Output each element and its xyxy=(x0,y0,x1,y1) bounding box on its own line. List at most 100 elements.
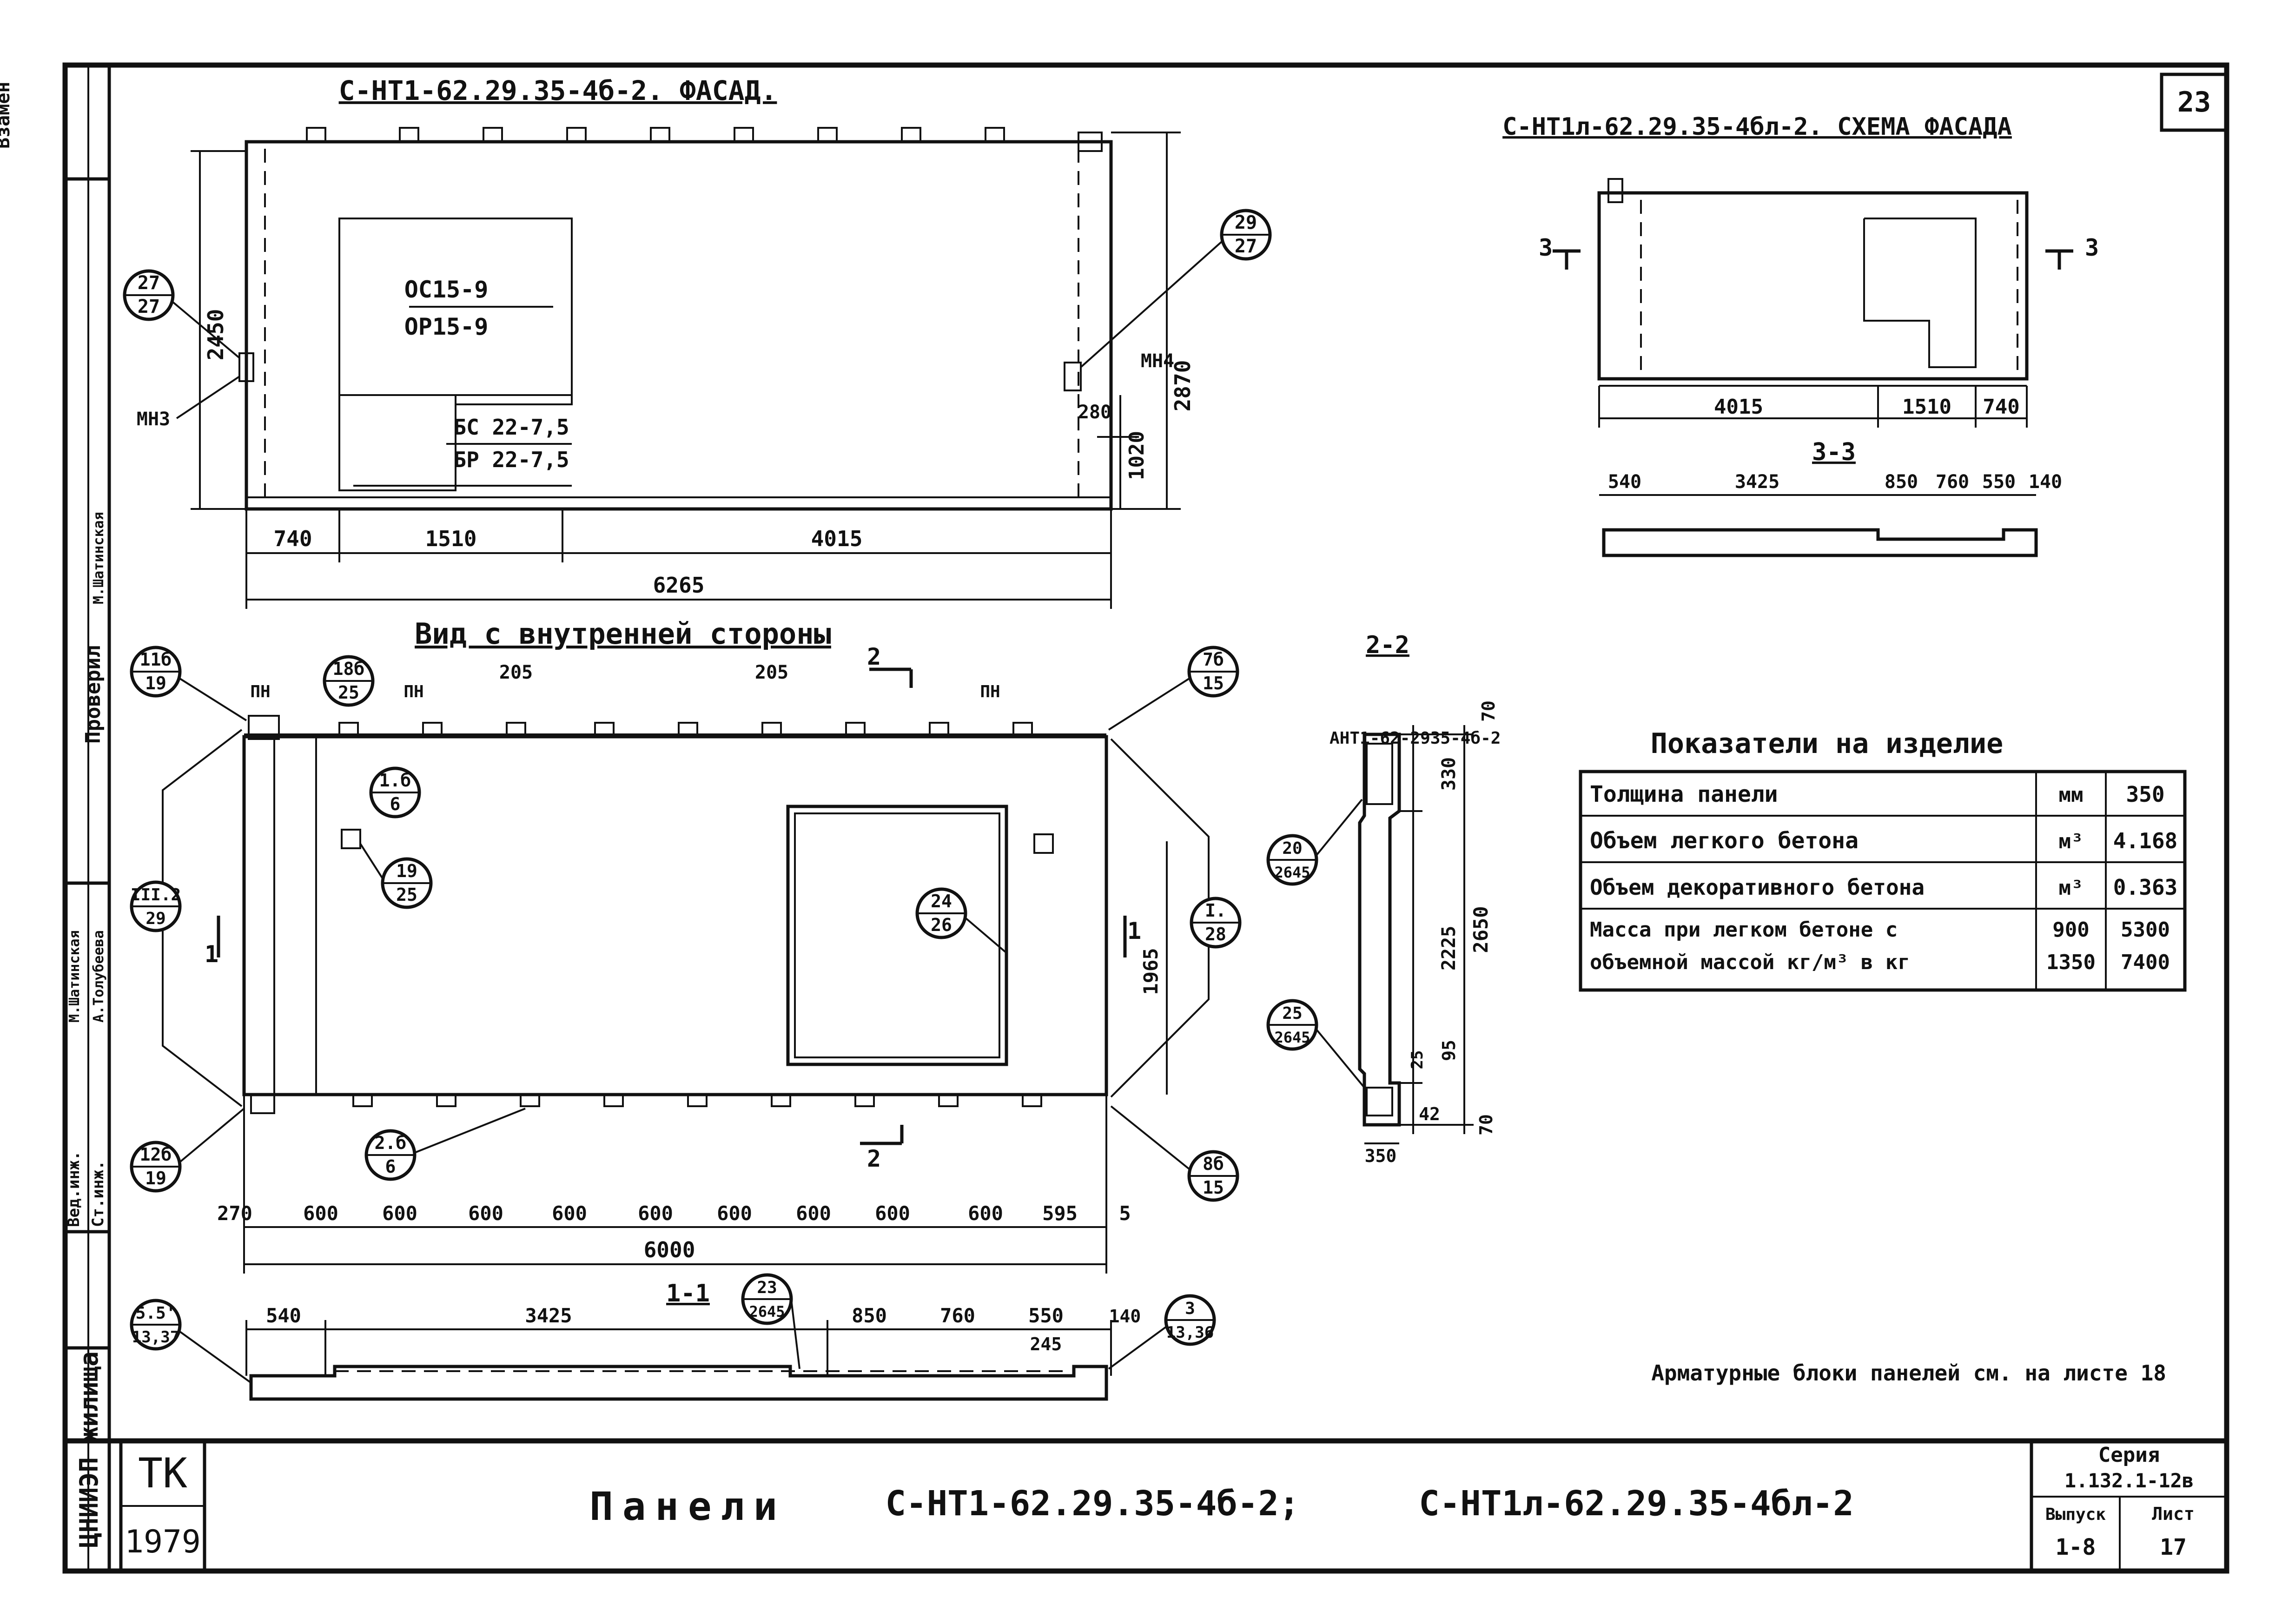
s33-dim-760: 760 xyxy=(1936,471,1969,493)
scheme-panel xyxy=(1553,179,2073,428)
s22-dim-25: 25 xyxy=(1408,1050,1427,1069)
indicator-mass-7400: 7400 xyxy=(2121,951,2170,974)
svg-text:18б: 18б xyxy=(333,659,365,679)
indicator-row-1-label: Толщина панели xyxy=(1590,781,1778,807)
stamp-name-3: М.Шатинская xyxy=(91,512,107,604)
section-33-title: 3-3 xyxy=(1812,438,1856,466)
inner-cut-1-right: 1 xyxy=(1127,918,1141,944)
svg-text:I.: I. xyxy=(1205,900,1226,921)
svg-text:15: 15 xyxy=(1203,1177,1224,1198)
section-22-title: 2-2 xyxy=(1366,631,1409,659)
s22-dim-70-bottom: 70 xyxy=(1476,1114,1496,1135)
svg-text:11б: 11б xyxy=(140,649,172,670)
inner-dim-600-3: 600 xyxy=(468,1202,503,1225)
inner-dim-205b: 205 xyxy=(755,662,788,683)
s11-dim-540: 540 xyxy=(266,1304,301,1327)
section-11-title: 1-1 xyxy=(666,1280,710,1307)
inner-dim-600-4: 600 xyxy=(552,1202,587,1225)
indicator-row-3-unit: м³ xyxy=(2059,876,2084,900)
callout-5-5-13-37: 5.5' 13,37 xyxy=(132,1301,251,1383)
window-bottom-label: ОР15-9 xyxy=(404,313,489,340)
stamp-vzamen: Взамен xyxy=(0,82,14,149)
svg-text:19: 19 xyxy=(145,1168,166,1188)
svg-text:29: 29 xyxy=(1235,212,1257,233)
facade-dim-740: 740 xyxy=(273,526,312,551)
panel-2-code: С-НТ1л-62.29.35-4бл-2 xyxy=(1419,1484,1854,1524)
facade-panel xyxy=(239,128,1111,509)
indicator-row-2-value: 4.168 xyxy=(2113,828,2177,853)
indicator-row-2-unit: м³ xyxy=(2059,830,2084,853)
mark-pn-2: ПН xyxy=(403,682,423,701)
callout-23-2645: 23 2645 xyxy=(743,1275,800,1369)
inner-dim-600-6: 600 xyxy=(717,1202,752,1225)
facade-title: С-НТ1-62.29.35-4б-2. ФАСАД. xyxy=(339,75,777,106)
svg-text:25: 25 xyxy=(396,885,417,905)
stamp-role1: Вед.инж. xyxy=(65,1151,83,1227)
sheet-value: 17 xyxy=(2160,1534,2187,1560)
year: 1979 xyxy=(125,1524,201,1560)
inner-dim-600-7: 600 xyxy=(796,1202,831,1225)
s22-dim-350: 350 xyxy=(1365,1146,1397,1166)
callout-8b-15: 8б 15 xyxy=(1111,1106,1237,1200)
panels-word: Панели xyxy=(589,1484,786,1529)
svg-text:5.5': 5.5' xyxy=(136,1304,176,1323)
callout-12b-19: 12б 19 xyxy=(132,1109,244,1191)
callout-25-2645: 25 2645 xyxy=(1268,1001,1364,1088)
scheme-dim-740: 740 xyxy=(1983,395,2019,419)
indicator-row-2-label: Объем легкого бетона xyxy=(1590,828,1859,854)
inner-cut-2-top: 2 xyxy=(867,643,881,670)
indicator-density-1350: 1350 xyxy=(2046,951,2096,974)
stamp-name-2: А.Толубеева xyxy=(91,930,107,1023)
svg-text:27: 27 xyxy=(138,296,160,317)
left-stamp: Взамен Проверил Вед.инж. Ст.инж. М.Шатин… xyxy=(0,65,109,1571)
scheme-dim-1510: 1510 xyxy=(1902,395,1951,419)
svg-text:7б: 7б xyxy=(1203,649,1224,670)
facade-dim-280: 280 xyxy=(1078,402,1111,423)
s22-dim-70-top: 70 xyxy=(1478,700,1499,722)
s33-dim-3425: 3425 xyxy=(1735,471,1779,493)
series-label: Серия xyxy=(2098,1443,2160,1467)
s11-dim-760: 760 xyxy=(940,1304,975,1327)
facade-dim-1020: 1020 xyxy=(1125,431,1149,480)
callout-19-25: 19 25 xyxy=(360,844,431,907)
callout-24-26: 24 26 xyxy=(917,889,1006,953)
inner-dim-6000: 6000 xyxy=(644,1237,695,1262)
mark-pn-1: ПН xyxy=(250,682,270,701)
svg-text:12б: 12б xyxy=(140,1144,172,1165)
s11-dim-140: 140 xyxy=(1109,1306,1141,1327)
svg-text:6: 6 xyxy=(385,1156,396,1177)
s11-dim-3425: 3425 xyxy=(525,1304,572,1327)
s11-dim-850: 850 xyxy=(852,1304,887,1327)
window-top-label: ОС15-9 xyxy=(404,276,489,303)
scheme-dim-4015: 4015 xyxy=(1714,395,1763,419)
s33-dim-550: 550 xyxy=(1982,471,2016,493)
callout-18b-25: 18б 25 xyxy=(324,657,373,705)
scheme-title: С-НТ1л-62.29.35-4бл-2. СХЕМА ФАСАДА xyxy=(1502,113,2012,141)
panel-1-code: С-НТ1-62.29.35-4б-2; xyxy=(885,1484,1299,1524)
indicator-row-1-value: 350 xyxy=(2126,782,2164,807)
inner-cut-2-bottom: 2 xyxy=(867,1145,881,1172)
svg-text:23: 23 xyxy=(757,1278,777,1297)
inner-dim-1965: 1965 xyxy=(1139,948,1162,995)
svg-text:6: 6 xyxy=(390,794,401,814)
inner-dim-600-2: 600 xyxy=(382,1202,417,1225)
inner-view-title: Вид с внутренней стороны xyxy=(415,617,831,651)
indicator-mass-label-1: Масса при легком бетоне с xyxy=(1590,918,1898,942)
section-22-block-label: АНТ1-62-2935-4б-2 xyxy=(1330,729,1501,748)
svg-text:8б: 8б xyxy=(1203,1154,1224,1174)
stamp-name-1: М.Шатинская xyxy=(66,930,83,1023)
svg-text:13,37: 13,37 xyxy=(132,1328,179,1347)
sheet-label: Лист xyxy=(2152,1504,2195,1524)
callout-20-2645: 20 2645 xyxy=(1268,799,1362,884)
s11-dim-550: 550 xyxy=(1028,1304,1064,1327)
svg-text:1.б: 1.б xyxy=(379,770,411,791)
series-value: 1.132.1-12в xyxy=(2064,1469,2194,1492)
inner-dim-5: 5 xyxy=(1119,1202,1131,1225)
svg-text:13,36: 13,36 xyxy=(1166,1323,1214,1342)
scheme-cut-3-right: 3 xyxy=(2085,234,2099,261)
svg-text:24: 24 xyxy=(931,891,952,911)
callout-1b-6: 1.б 6 xyxy=(371,768,419,817)
indicator-density-900: 900 xyxy=(2052,918,2089,942)
svg-text:2.б: 2.б xyxy=(375,1133,407,1153)
